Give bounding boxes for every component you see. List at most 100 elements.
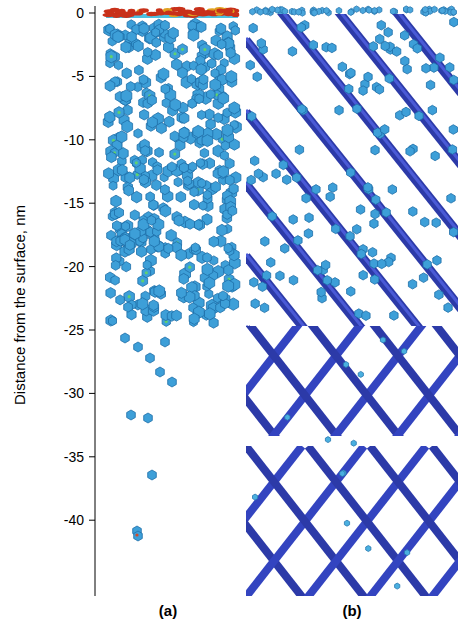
cluster-hexagon (224, 243, 232, 253)
cluster-hexagon (111, 276, 119, 286)
cluster-hexagon (332, 224, 340, 234)
defect-dot (173, 152, 176, 155)
axis-line (95, 6, 96, 596)
cluster-hexagon (390, 311, 398, 321)
dislocation-line (246, 446, 426, 596)
cluster-hexagon (209, 236, 218, 247)
cluster-hexagon (127, 31, 136, 42)
cluster-hexagon (115, 61, 123, 70)
cluster-hexagon (305, 213, 313, 223)
defect-dot (173, 52, 176, 55)
cluster-hexagon (168, 27, 178, 39)
cluster-hexagon (433, 256, 441, 266)
cluster-hexagon (343, 362, 348, 368)
cluster-hexagon (113, 31, 123, 43)
cluster-hexagon (178, 44, 188, 55)
cluster-hexagon (152, 180, 161, 191)
cluster-hexagon (436, 53, 444, 63)
cluster-hexagon (385, 74, 393, 84)
cluster-hexagon (121, 333, 130, 343)
cluster-hexagon (113, 221, 122, 231)
cluster-hexagon (325, 437, 330, 443)
cluster-hexagon (257, 38, 265, 48)
cluster-hexagon (294, 236, 302, 246)
surface-layer (348, 9, 354, 15)
dislocation-line (246, 182, 458, 326)
cluster-hexagon (144, 413, 153, 423)
cluster-hexagon (147, 216, 155, 226)
surface-layer (451, 9, 457, 15)
cluster-hexagon (218, 166, 229, 178)
cluster-hexagon (335, 105, 343, 115)
cluster-hexagon (152, 28, 160, 37)
cluster-hexagon (125, 240, 134, 251)
cluster-hexagon (127, 410, 136, 420)
cluster-hexagon (309, 40, 317, 50)
dislocation-line (432, 446, 458, 596)
cluster-hexagon (267, 258, 275, 268)
cluster-hexagon (384, 28, 392, 38)
cluster-hexagon (317, 287, 325, 297)
cluster-hexagon (449, 125, 457, 135)
cluster-hexagon (345, 84, 353, 94)
tick-mark (89, 13, 95, 14)
cluster-hexagon (204, 277, 215, 289)
defect-dot (141, 279, 144, 282)
tick-mark (89, 139, 95, 140)
cluster-hexagon (364, 183, 372, 193)
surface-layer (282, 8, 288, 14)
cluster-hexagon (155, 148, 164, 158)
cluster-hexagon (176, 191, 186, 202)
cluster-hexagon (435, 290, 443, 300)
tick-label: -25 (64, 322, 84, 338)
cluster-hexagon (406, 147, 414, 157)
tick-mark (89, 393, 95, 394)
cluster-hexagon (198, 179, 206, 188)
cluster-hexagon (402, 348, 407, 354)
cluster-hexagon (177, 287, 187, 298)
dislocation-lines (246, 14, 458, 326)
cluster-hexagon (415, 111, 423, 121)
tick-label: -15 (64, 195, 84, 211)
dislocation-line (246, 326, 426, 436)
cluster-hexagon (179, 273, 188, 284)
cluster-hexagon (432, 218, 440, 228)
tick-label: 0 (76, 5, 84, 21)
surface-layer (439, 8, 445, 14)
cluster-hexagon (364, 72, 372, 82)
cluster-hexagon (143, 260, 151, 269)
cluster-hexagon (347, 68, 355, 78)
defect-dot (203, 48, 206, 51)
cluster-hexagon (147, 95, 156, 106)
cluster-hexagon (378, 259, 386, 269)
surface-atoms (124, 12, 131, 16)
dislocation-line (246, 326, 426, 436)
cluster-hexagon (170, 99, 181, 111)
cluster-hexagon (356, 205, 364, 215)
cluster-hexagon (126, 82, 135, 92)
tick-label: -30 (64, 385, 84, 401)
cluster-hexagon (178, 67, 188, 78)
cluster-hexagon (268, 212, 276, 222)
cluster-hexagon (371, 209, 379, 219)
surface-layer (372, 7, 378, 13)
cluster-hexagon (250, 278, 258, 288)
cluster-hexagon (109, 316, 117, 325)
panel-label: (a) (159, 603, 177, 619)
cluster-hexagon (293, 173, 301, 183)
cluster-hexagon (219, 291, 228, 301)
defect-dot (135, 533, 138, 536)
cluster-hexagon (146, 192, 155, 202)
cluster-hexagon (168, 377, 177, 387)
dislocation-line (246, 256, 458, 326)
cluster-hexagon (382, 208, 390, 218)
surface-atoms (138, 8, 148, 12)
cluster-hexagon (408, 279, 416, 289)
cluster-hexagon (359, 86, 367, 96)
cluster-hexagon (326, 192, 334, 202)
dislocation-lattice (246, 446, 458, 596)
surface-layer (336, 7, 342, 13)
cluster-hexagon (344, 520, 349, 526)
